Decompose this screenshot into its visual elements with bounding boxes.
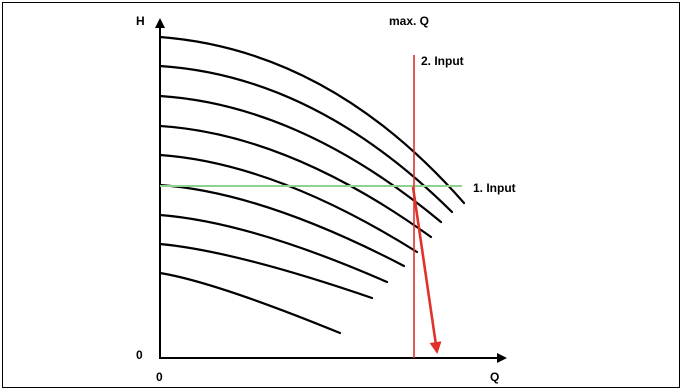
pump-curve-8 xyxy=(158,242,374,300)
input-2-label: 2. Input xyxy=(421,54,464,68)
pump-curve-5 xyxy=(158,153,419,254)
pump-curve-4 xyxy=(158,124,433,239)
x-origin-label: 0 xyxy=(156,370,163,384)
x-axis-label: Q xyxy=(490,370,499,384)
y-axis-label: H xyxy=(136,14,145,28)
pump-curve-1 xyxy=(158,35,466,205)
pump-curve-3 xyxy=(158,94,443,224)
input-1-label: 1. Input xyxy=(473,181,516,195)
pump-curve-2 xyxy=(158,64,454,214)
y-origin-label: 0 xyxy=(136,348,143,362)
pump-curve-9 xyxy=(158,271,342,335)
result-arrow xyxy=(411,186,442,354)
diagram-frame xyxy=(2,2,680,388)
max-q-label: max. Q xyxy=(389,14,429,28)
pump-curve-7 xyxy=(158,213,389,284)
pump-curve-6 xyxy=(158,183,406,268)
pump-curves xyxy=(158,35,466,335)
